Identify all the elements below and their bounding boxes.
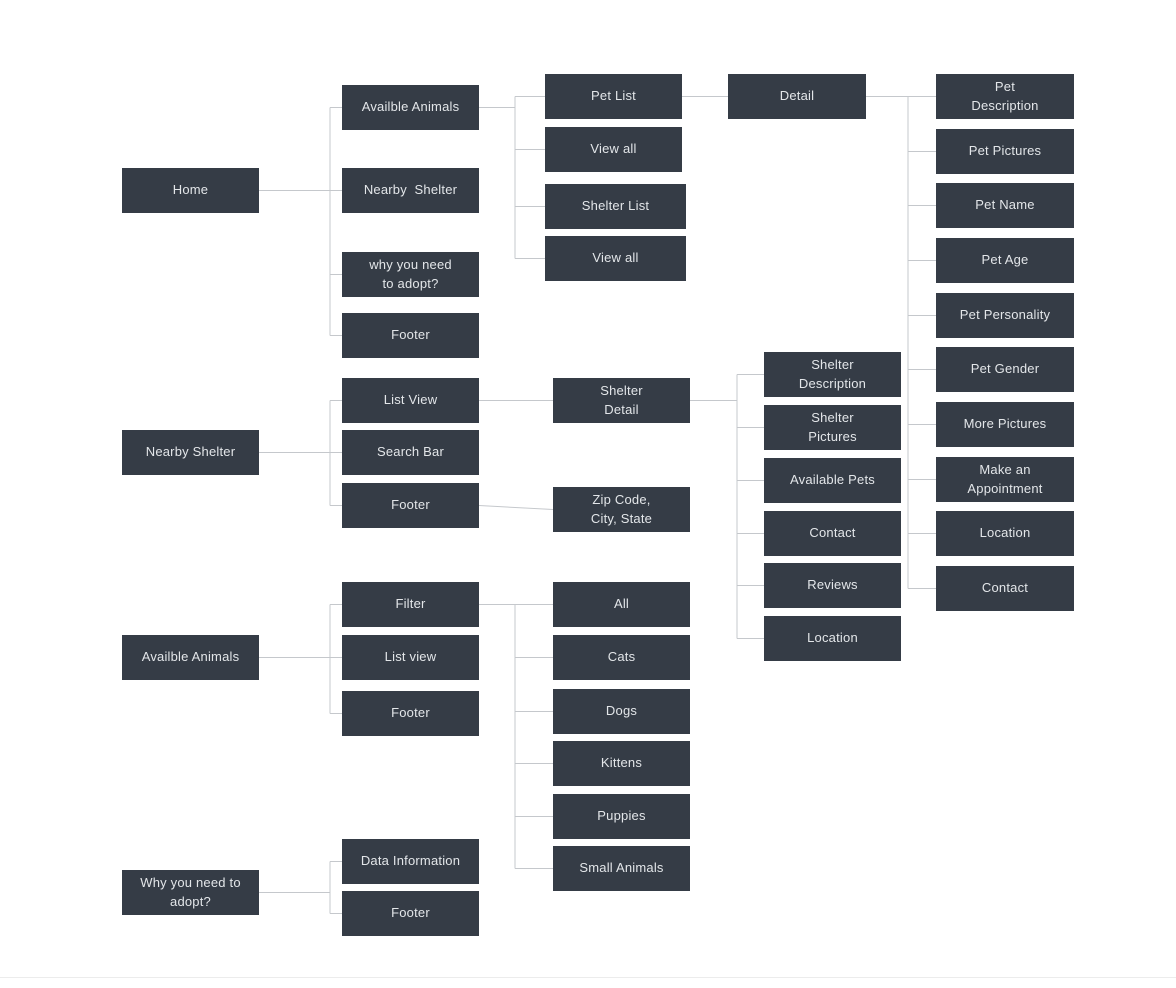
node-label: Contact bbox=[809, 525, 856, 541]
node-label: Footer bbox=[391, 905, 430, 921]
node-label: Location bbox=[979, 525, 1031, 541]
node-zip-code[interactable]: Zip Code, City, State bbox=[553, 487, 690, 532]
node-label: Availble Animals bbox=[361, 99, 460, 115]
node-label: View all bbox=[590, 141, 637, 157]
node-pet-description[interactable]: Pet Description bbox=[936, 74, 1074, 119]
node-all[interactable]: All bbox=[553, 582, 690, 627]
node-label: Cats bbox=[607, 649, 636, 665]
page-bottom-divider bbox=[0, 977, 1176, 978]
node-location-pet[interactable]: Location bbox=[936, 511, 1074, 556]
node-detail[interactable]: Detail bbox=[728, 74, 866, 119]
node-label: Shelter List bbox=[581, 198, 650, 214]
node-label: Footer bbox=[391, 705, 430, 721]
node-home[interactable]: Home bbox=[122, 168, 259, 213]
node-label: Filter bbox=[395, 596, 426, 612]
node-pet-list[interactable]: Pet List bbox=[545, 74, 682, 119]
node-more-pictures[interactable]: More Pictures bbox=[936, 402, 1074, 447]
node-label: Search Bar bbox=[376, 444, 445, 460]
node-kittens[interactable]: Kittens bbox=[553, 741, 690, 786]
node-dogs[interactable]: Dogs bbox=[553, 689, 690, 734]
node-view-all-1[interactable]: View all bbox=[545, 127, 682, 172]
node-contact-pet[interactable]: Contact bbox=[936, 566, 1074, 611]
node-location-shelter[interactable]: Location bbox=[764, 616, 901, 661]
node-label: Shelter Detail bbox=[600, 382, 643, 417]
node-contact-shelter[interactable]: Contact bbox=[764, 511, 901, 556]
node-label: Why you need to adopt? bbox=[140, 874, 241, 909]
node-available-animals-2[interactable]: Availble Animals bbox=[342, 85, 479, 130]
node-label: Pet Description bbox=[971, 78, 1039, 113]
node-filter[interactable]: Filter bbox=[342, 582, 479, 627]
node-footer-home[interactable]: Footer bbox=[342, 313, 479, 358]
node-available-pets[interactable]: Available Pets bbox=[764, 458, 901, 503]
node-list-view-aa[interactable]: List view bbox=[342, 635, 479, 680]
node-list-view-ns[interactable]: List View bbox=[342, 378, 479, 423]
node-label: Zip Code, City, State bbox=[590, 491, 653, 526]
node-label: Available Pets bbox=[790, 472, 875, 488]
node-why-adopt-1[interactable]: Why you need to adopt? bbox=[122, 870, 259, 915]
node-label: Kittens bbox=[600, 755, 643, 771]
node-shelter-description[interactable]: Shelter Description bbox=[764, 352, 901, 397]
node-label: Reviews bbox=[807, 577, 858, 593]
node-label: Data Information bbox=[360, 853, 461, 869]
node-small-animals[interactable]: Small Animals bbox=[553, 846, 690, 891]
node-footer-ns[interactable]: Footer bbox=[342, 483, 479, 528]
node-label: Pet List bbox=[591, 88, 636, 104]
node-shelter-detail[interactable]: Shelter Detail bbox=[553, 378, 690, 423]
node-search-bar[interactable]: Search Bar bbox=[342, 430, 479, 475]
node-label: Footer bbox=[391, 497, 430, 513]
node-label: List view bbox=[384, 649, 437, 665]
node-footer-why[interactable]: Footer bbox=[342, 891, 479, 936]
node-make-appointment[interactable]: Make an Appointment bbox=[936, 457, 1074, 502]
node-view-all-2[interactable]: View all bbox=[545, 236, 686, 281]
node-label: Availble Animals bbox=[141, 649, 240, 665]
node-shelter-pictures[interactable]: Shelter Pictures bbox=[764, 405, 901, 450]
node-label: Shelter Description bbox=[798, 356, 867, 391]
node-nearby-shelter-2[interactable]: Nearby Shelter bbox=[342, 168, 479, 213]
node-label: Pet Gender bbox=[970, 361, 1040, 377]
node-available-animals-1[interactable]: Availble Animals bbox=[122, 635, 259, 680]
node-label: Footer bbox=[391, 327, 430, 343]
node-label: Nearby Shelter bbox=[145, 444, 236, 460]
node-label: Detail bbox=[779, 88, 815, 104]
node-label: All bbox=[613, 596, 630, 612]
node-label: More Pictures bbox=[963, 416, 1047, 432]
node-label: Home bbox=[172, 182, 209, 198]
node-pet-personality[interactable]: Pet Personality bbox=[936, 293, 1074, 338]
node-reviews[interactable]: Reviews bbox=[764, 563, 901, 608]
node-shelter-list[interactable]: Shelter List bbox=[545, 184, 686, 229]
node-label: Pet Age bbox=[981, 252, 1029, 268]
node-label: Small Animals bbox=[579, 860, 664, 876]
node-why-adopt-2[interactable]: why you need to adopt? bbox=[342, 252, 479, 297]
node-label: Shelter Pictures bbox=[808, 409, 857, 444]
node-label: Pet Personality bbox=[959, 307, 1051, 323]
node-nearby-shelter-1[interactable]: Nearby Shelter bbox=[122, 430, 259, 475]
node-label: Pet Name bbox=[975, 197, 1035, 213]
node-data-information[interactable]: Data Information bbox=[342, 839, 479, 884]
node-puppies[interactable]: Puppies bbox=[553, 794, 690, 839]
node-label: Puppies bbox=[597, 808, 646, 824]
node-label: View all bbox=[592, 250, 639, 266]
node-pet-pictures[interactable]: Pet Pictures bbox=[936, 129, 1074, 174]
node-label: Dogs bbox=[605, 703, 638, 719]
node-cats[interactable]: Cats bbox=[553, 635, 690, 680]
node-pet-gender[interactable]: Pet Gender bbox=[936, 347, 1074, 392]
node-label: Contact bbox=[981, 580, 1029, 596]
node-label: Location bbox=[807, 630, 858, 646]
node-label: Pet Pictures bbox=[968, 143, 1042, 159]
node-label: List View bbox=[383, 392, 438, 408]
node-footer-aa[interactable]: Footer bbox=[342, 691, 479, 736]
node-pet-name[interactable]: Pet Name bbox=[936, 183, 1074, 228]
node-label: Make an Appointment bbox=[967, 461, 1043, 496]
node-label: Nearby Shelter bbox=[363, 182, 458, 198]
node-pet-age[interactable]: Pet Age bbox=[936, 238, 1074, 283]
node-label: why you need to adopt? bbox=[369, 256, 452, 291]
